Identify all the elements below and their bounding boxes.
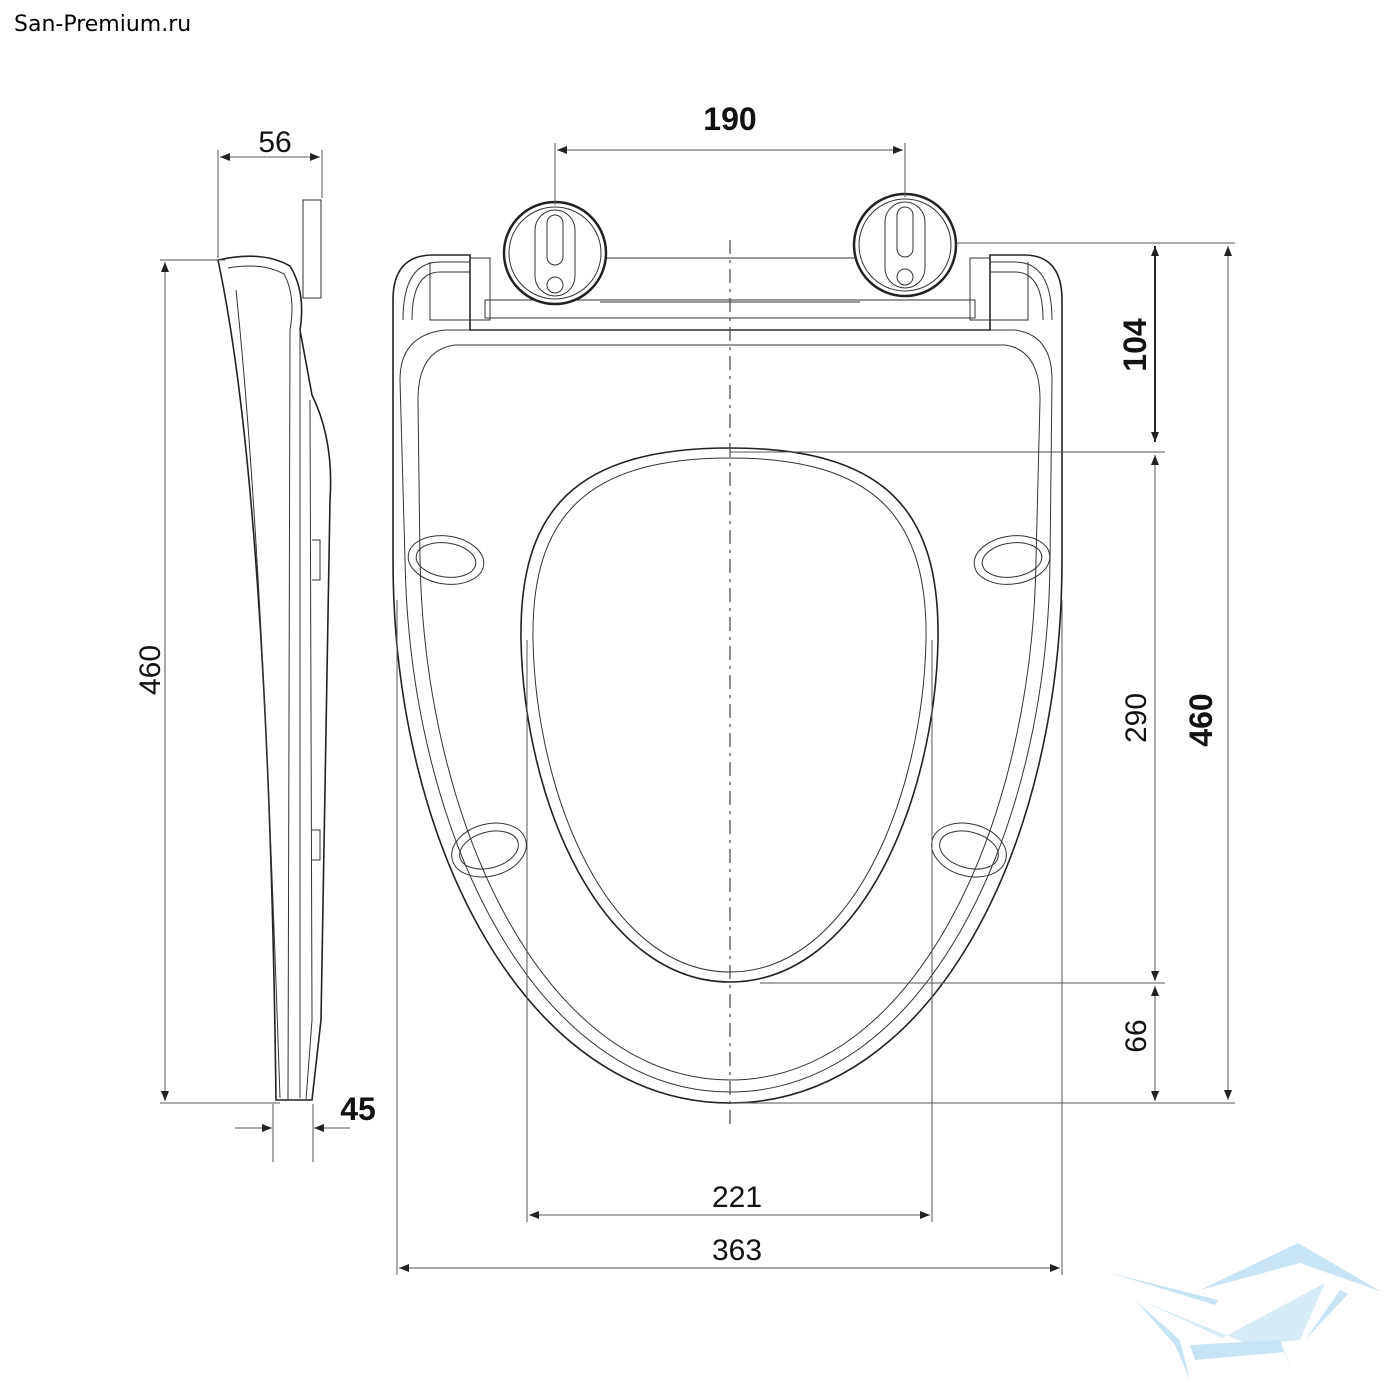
dimension-56: 56 <box>217 126 323 258</box>
seat-profile <box>217 255 332 1101</box>
dimension-label-56: 56 <box>258 126 291 159</box>
watermark: San-Premium.ru <box>14 12 192 37</box>
dimension-label-363: 363 <box>712 1234 762 1267</box>
dimension-label-66: 66 <box>1120 1019 1153 1052</box>
dimension-label-290: 290 <box>1120 693 1153 743</box>
dimension-363: 363 <box>396 600 1063 1275</box>
dimension-104: 104 <box>1117 246 1159 442</box>
dimension-label-45: 45 <box>340 1091 376 1127</box>
extension-lines <box>730 242 1235 1104</box>
hinge-right-icon <box>852 192 958 298</box>
dimension-label-460-right: 460 <box>1183 693 1219 746</box>
dimension-label-104: 104 <box>1117 318 1153 372</box>
dimension-290: 290 <box>1120 455 1159 981</box>
dimension-460-right: 460 <box>1183 246 1232 1100</box>
brand-logo-icon <box>1107 1243 1382 1380</box>
side-view <box>217 199 332 1101</box>
hinge-left-icon <box>502 200 608 306</box>
seat-opening <box>520 447 939 983</box>
top-view <box>392 192 1063 1130</box>
bumper-icon <box>407 535 485 585</box>
bumper-icon <box>973 535 1051 585</box>
dimension-label-221: 221 <box>712 1181 762 1214</box>
bumper-icon <box>451 822 527 878</box>
dimension-460-left: 460 <box>134 259 280 1104</box>
dimension-label-460-left: 460 <box>134 645 167 695</box>
dimension-221: 221 <box>526 640 933 1222</box>
dimension-66: 66 <box>1120 986 1159 1101</box>
seat-outline <box>392 254 1063 1104</box>
bumper-icon <box>931 822 1007 878</box>
dimension-label-190: 190 <box>703 101 756 137</box>
dimension-45: 45 <box>235 1091 376 1162</box>
dimension-190: 190 <box>554 101 906 205</box>
hinge-plate-side <box>302 199 322 299</box>
